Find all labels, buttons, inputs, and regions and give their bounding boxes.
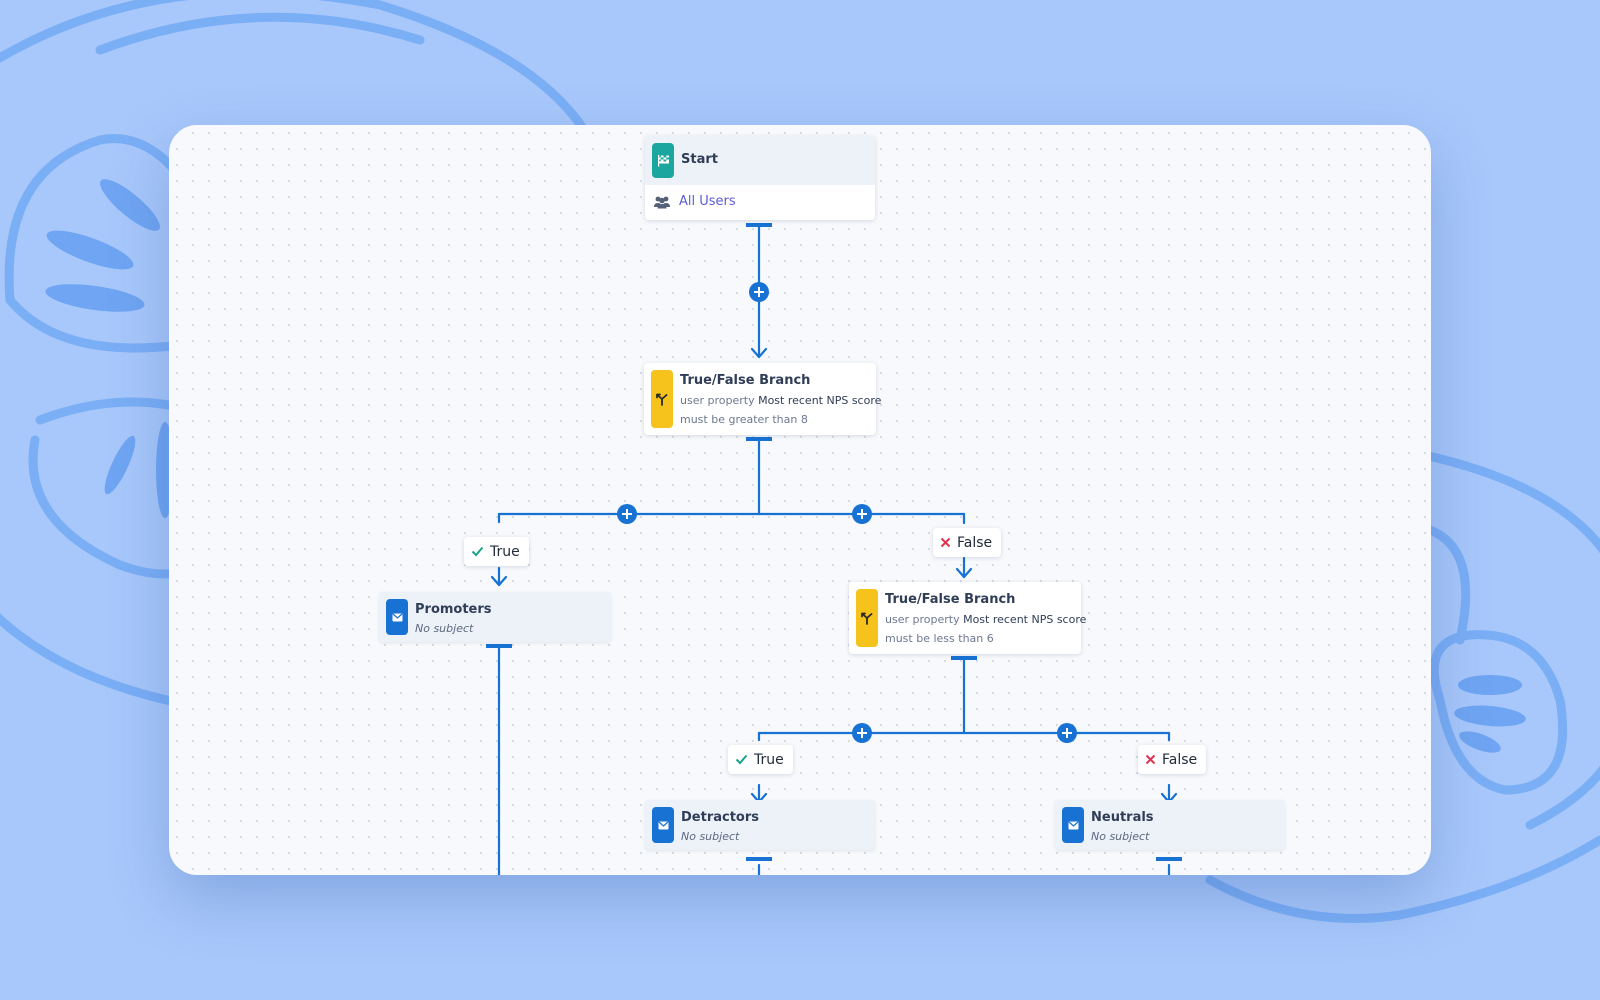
connector-lines [486, 223, 1182, 875]
email-node-subject: No subject [681, 830, 740, 843]
email-node-title: Promoters [415, 602, 492, 617]
start-node-title: Start [681, 152, 718, 167]
mail-icon [386, 599, 408, 635]
branch-title: True/False Branch [680, 373, 811, 388]
branch-icon [856, 589, 878, 647]
x-icon [940, 537, 951, 548]
branch-condition: user property Most recent NPS score must… [680, 394, 882, 426]
email-node-detractors[interactable]: Detractors No subject [645, 800, 875, 850]
email-node-neutrals[interactable]: Neutrals No subject [1055, 800, 1285, 850]
true-path-label: True [464, 537, 529, 566]
add-step-button[interactable] [1057, 723, 1077, 743]
check-icon [471, 546, 484, 557]
true-path-label: True [728, 745, 793, 774]
false-path-label: False [1138, 745, 1207, 774]
mail-icon [652, 807, 674, 843]
check-icon [735, 754, 748, 765]
audience-link[interactable]: All Users [679, 194, 736, 209]
email-node-subject: No subject [1091, 830, 1150, 843]
email-node-title: Neutrals [1091, 810, 1154, 825]
email-node-promoters[interactable]: Promoters No subject [379, 592, 611, 642]
true-false-branch-node[interactable]: True/False Branch user property Most rec… [849, 582, 1086, 654]
audience-row[interactable]: All Users [645, 185, 875, 220]
branch-condition: user property Most recent NPS score must… [885, 613, 1087, 645]
add-step-button[interactable] [852, 723, 872, 743]
add-step-button[interactable] [617, 504, 637, 524]
mail-icon [1062, 807, 1084, 843]
start-node[interactable]: Start All Users [645, 136, 875, 220]
start-node-header: Start [645, 136, 875, 185]
workflow-canvas[interactable]: Start All Users True/False Branch u [169, 125, 1431, 875]
true-false-branch-node[interactable]: True/False Branch user property Most rec… [644, 363, 881, 435]
add-step-button[interactable] [852, 504, 872, 524]
flag-icon [652, 143, 674, 178]
add-step-button[interactable] [749, 282, 769, 302]
email-node-subject: No subject [415, 622, 474, 635]
branch-title: True/False Branch [885, 592, 1016, 607]
branch-icon [651, 370, 673, 428]
users-icon [654, 196, 670, 209]
email-node-title: Detractors [681, 810, 760, 825]
false-path-label: False [933, 528, 1002, 557]
x-icon [1145, 754, 1156, 765]
